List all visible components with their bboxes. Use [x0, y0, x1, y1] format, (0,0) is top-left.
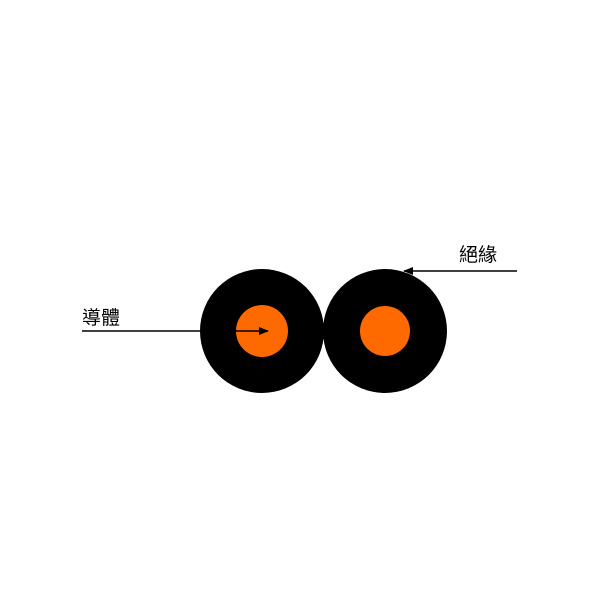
conductor-label: 導體	[82, 307, 121, 329]
right-wire-conductor	[360, 306, 410, 356]
insulation-label: 絕緣	[459, 244, 498, 266]
